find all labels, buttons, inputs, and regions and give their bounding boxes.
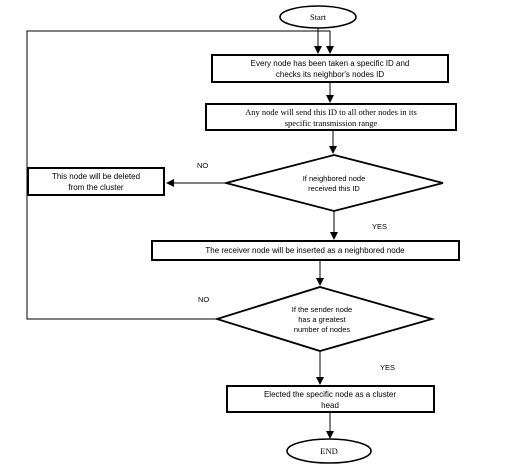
delete-node-line1: This node will be deleted bbox=[52, 172, 140, 181]
decision-received-id-line2: received this ID bbox=[308, 184, 360, 193]
decision-greatest-nodes-line1: If the sender node bbox=[292, 305, 352, 314]
step-insert-neighbor: The receiver node will be inserted as a … bbox=[151, 240, 460, 261]
decision-greatest-nodes: If the sender node has a greatest number… bbox=[213, 286, 436, 352]
step-assign-id-line1: Every node has been taken a specific ID … bbox=[251, 59, 410, 68]
step-assign-id-line2: checks its neighbor's nodes ID bbox=[276, 70, 384, 79]
end-label: END bbox=[320, 446, 337, 456]
decision-greatest-nodes-line3: number of nodes bbox=[294, 325, 351, 334]
loop-back-line bbox=[26, 30, 330, 320]
decision1-yes-label: YES bbox=[372, 222, 387, 231]
decision-greatest-nodes-line2: has a greatest bbox=[298, 315, 346, 324]
decision2-no-label: NO bbox=[198, 295, 209, 304]
decision-received-id-line1: If neighbored node bbox=[303, 174, 366, 183]
step-send-id-line2: specific transmission range bbox=[285, 118, 378, 128]
decision-received-id: If neighbored node received this ID bbox=[222, 154, 444, 212]
step-assign-id: Every node has been taken a specific ID … bbox=[211, 54, 449, 83]
step-insert-neighbor-label: The receiver node will be inserted as a … bbox=[205, 246, 405, 255]
delete-node-line2: from the cluster bbox=[68, 183, 123, 192]
end-terminal: END bbox=[286, 438, 372, 464]
step-send-id: Any node will send this ID to all other … bbox=[205, 103, 457, 131]
decision1-no-label: NO bbox=[197, 161, 208, 170]
step-elect-line2: head bbox=[321, 401, 339, 410]
delete-node-box: This node will be deleted from the clust… bbox=[27, 167, 165, 196]
step-send-id-line1: Any node will send this ID to all other … bbox=[245, 107, 417, 117]
start-label: Start bbox=[310, 12, 327, 22]
step-elect-line1: Elected the specific node as a cluster bbox=[264, 390, 396, 399]
step-elect-cluster-head: Elected the specific node as a cluster h… bbox=[226, 385, 435, 413]
start-terminal: Start bbox=[279, 5, 357, 29]
decision2-yes-label: YES bbox=[380, 363, 395, 372]
